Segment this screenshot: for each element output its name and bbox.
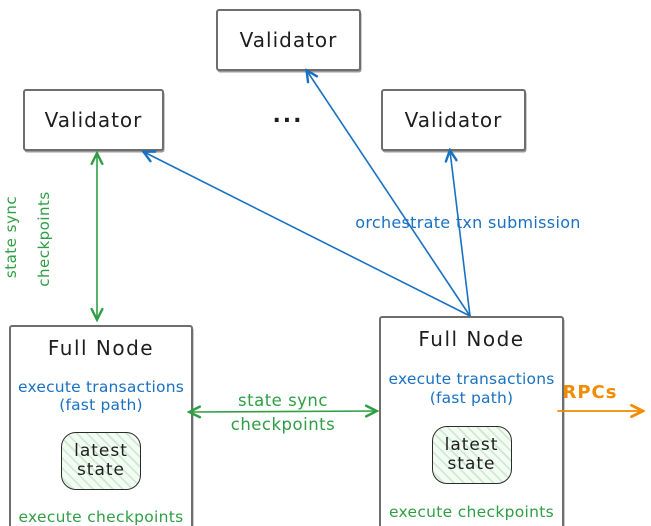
validator-right-box: Validator [381, 89, 526, 151]
validator-left-box: Validator [23, 89, 164, 151]
state-sync-horizontal-label-line2: checkpoints [230, 415, 336, 434]
state-sync-horizontal-label-line1: state sync [238, 391, 328, 410]
latest-state-line1: latest [74, 441, 128, 462]
fast-path-line: (fast path) [59, 396, 143, 415]
full-node-right-title: Full Node [418, 327, 525, 351]
state-sync-vertical-label-line1: state sync [2, 195, 20, 279]
latest-state-line2: state [447, 454, 496, 475]
validator-left-label: Validator [44, 108, 143, 132]
full-node-left-execute-transactions: execute transactions (fast path) [18, 378, 184, 415]
full-node-right-latest-state-box: latest state [431, 426, 512, 485]
execute-transactions-line: execute transactions [388, 369, 555, 388]
full-node-left-latest-state-box: latest state [61, 432, 141, 491]
more-validators-ellipsis: ... [272, 103, 304, 128]
validator-right-label: Validator [404, 108, 503, 132]
full-node-left-execute-checkpoints: execute checkpoints [18, 507, 184, 526]
latest-state-line2: state [76, 460, 126, 481]
full-node-right-box: Full Node execute transactions (fast pat… [379, 316, 564, 526]
full-node-left-box: Full Node execute transactions (fast pat… [9, 325, 193, 526]
fast-path-line: (fast path) [429, 388, 514, 407]
full-node-left-title: Full Node [47, 336, 155, 360]
full-node-right-execute-transactions: execute transactions (fast path) [388, 370, 554, 407]
latest-state-line1: latest [444, 435, 499, 456]
orchestrate-arrow-to-left-validator [144, 152, 471, 317]
full-node-right-execute-checkpoints: execute checkpoints [388, 503, 555, 521]
state-sync-vertical-label-line2: checkpoints [35, 191, 53, 287]
rpcs-label: RPCs [562, 382, 618, 403]
orchestrate-txn-submission-label: orchestrate txn submission [355, 213, 581, 232]
orchestrate-arrow-to-right-validator [450, 151, 471, 317]
execute-transactions-line: execute transactions [17, 377, 185, 396]
validator-top-box: Validator [216, 9, 361, 71]
validator-top-label: Validator [239, 28, 338, 52]
state-sync-horizontal-arrow [190, 411, 376, 412]
